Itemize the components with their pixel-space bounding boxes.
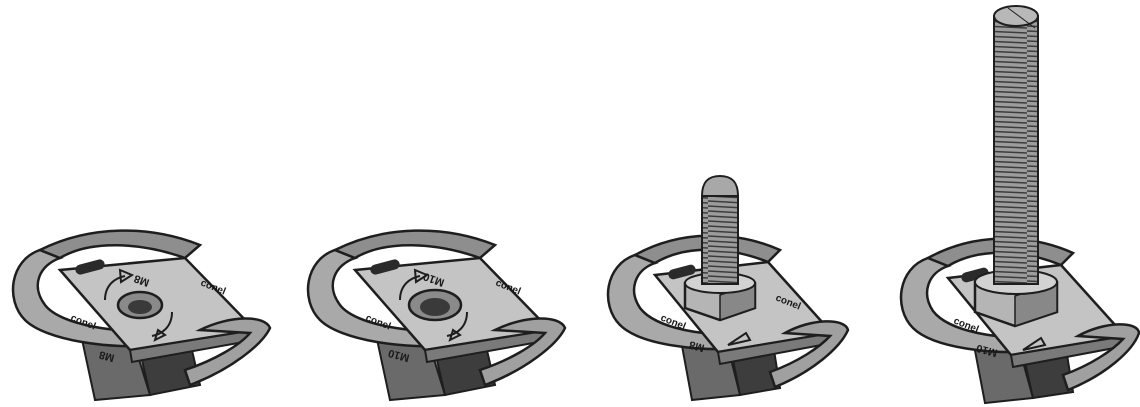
spring-tab-front [478, 317, 567, 387]
channel-nut-clip-m10: M10 conel conel M10 [295, 0, 575, 407]
channel-nut-clip-m8-drawing: M8 conel conel M8 [11, 229, 272, 402]
size-mark-bottom: M10 [975, 342, 999, 359]
arrow-head-icon [448, 328, 462, 342]
threaded-hole-inner [420, 298, 450, 316]
rotation-arrow-right [446, 311, 468, 337]
spring-slot [961, 267, 989, 283]
rotation-arrow-left [104, 275, 126, 301]
spring-tab-front [1061, 323, 1140, 392]
spring-slot [668, 264, 696, 280]
channel-nut-clip-m8-short-bolt-drawing: conel conel M8 [606, 174, 850, 402]
rotation-arrow-right [151, 311, 173, 337]
arrow-head-icon [153, 328, 167, 342]
arrow-head-icon [118, 268, 135, 284]
threaded-rod-shaft [993, 15, 1039, 285]
spring-slot [75, 259, 105, 275]
threaded-bolt-shaft [701, 195, 739, 285]
arrow-head-icon [413, 268, 430, 284]
size-mark-bottom: M10 [387, 347, 411, 364]
arrow-head-icon [1022, 336, 1047, 351]
threaded-rod-end [993, 5, 1039, 27]
channel-nut-clip-m10-long-bolt: conel M10 [895, 0, 1140, 407]
channel-nut-clip-m8: M8 conel conel M8 [0, 0, 280, 407]
size-mark-top: M8 [133, 272, 151, 289]
bolt-tip [700, 174, 740, 197]
spring-slot [370, 259, 400, 275]
rod-end-mark [1007, 7, 1036, 29]
channel-nut-clip-m10-drawing: M10 conel conel M10 [306, 229, 567, 402]
arrow-head-icon [727, 331, 752, 346]
rotation-arrow-left [399, 275, 421, 301]
size-mark-bottom: M8 [98, 348, 116, 364]
spring-loop-top [36, 229, 203, 260]
size-mark-bottom: M8 [688, 338, 706, 354]
spring-loop-top [331, 229, 498, 260]
threaded-hole-inner [128, 300, 152, 314]
spring-tab-front [768, 320, 850, 389]
channel-nut-clip-m10-long-bolt-drawing: conel M10 [899, 5, 1140, 405]
channel-nut-clip-m8-short-bolt: conel conel M8 [600, 0, 850, 407]
spring-tab-front [183, 317, 272, 387]
